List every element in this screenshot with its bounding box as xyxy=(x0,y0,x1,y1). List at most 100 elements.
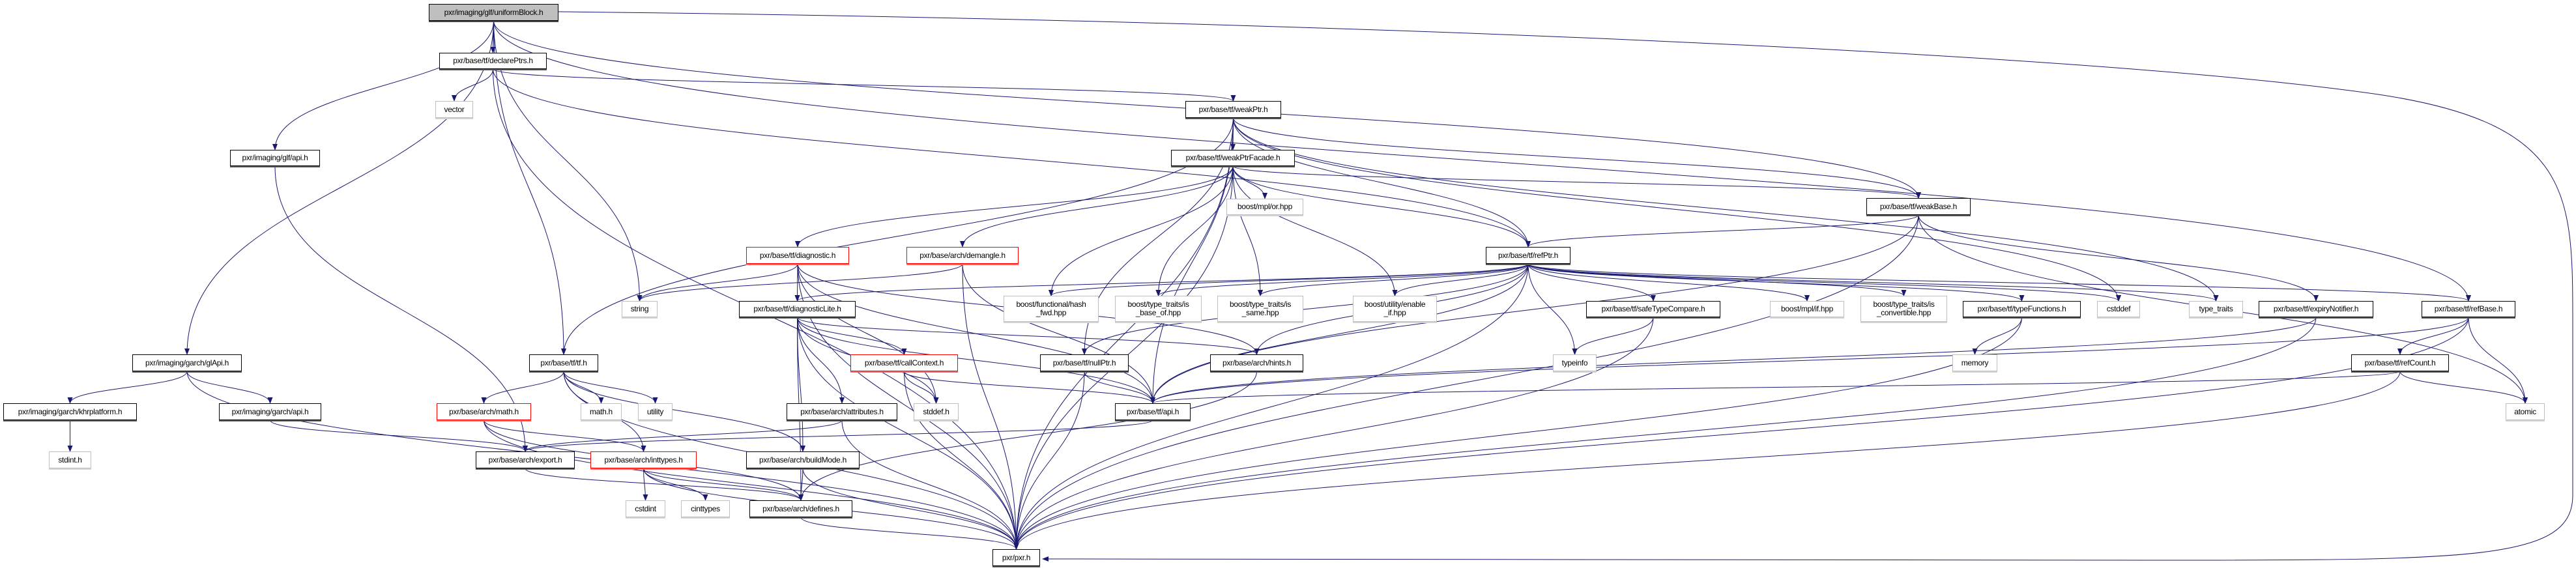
edge-refCount-to-pxr xyxy=(1013,371,2401,550)
node-cinttypes: cinttypes xyxy=(681,500,730,517)
edge-safeTypeCompare-to-typeinfo xyxy=(1572,317,1654,355)
edge-declarePtrs-to-vector xyxy=(452,68,493,102)
node-buildMode[interactable]: pxr/base/arch/buildMode.h xyxy=(746,451,860,468)
node-vector: vector xyxy=(435,101,473,118)
edge-demangle-to-string xyxy=(637,263,963,302)
edge-demangle-to-pxr xyxy=(962,263,1019,550)
edge-ub-to-string xyxy=(493,20,643,302)
edge-expiry-to-tfApi xyxy=(1150,317,2317,404)
node-defines[interactable]: pxr/base/arch/defines.h xyxy=(749,500,852,517)
edge-ub-to-refBase xyxy=(493,20,2471,302)
node-callContext[interactable]: pxr/base/tf/callContext.h xyxy=(850,354,958,371)
node-export[interactable]: pxr/base/arch/export.h xyxy=(476,451,575,468)
edge-tfApi-to-export xyxy=(523,420,1153,452)
edge-refPtr-to-cstddef xyxy=(1527,263,2121,302)
edge-nullPtr-to-tfApi xyxy=(1084,371,1155,404)
node-ub: pxr/imaging/glf/uniformBlock.h xyxy=(429,4,558,21)
edge-callContext-to-stddef xyxy=(904,371,939,404)
node-cstddef: cstddef xyxy=(2097,301,2140,317)
node-inttypes[interactable]: pxr/base/arch/inttypes.h xyxy=(590,451,697,468)
node-mplif: boost/mpl/if.hpp xyxy=(1770,301,1844,317)
edge-inttypes-to-defines xyxy=(643,468,803,501)
edge-weakPtr-to-tfApi xyxy=(1150,117,1234,404)
edge-glApi-to-khr xyxy=(67,371,188,404)
node-glApi[interactable]: pxr/imaging/garch/glApi.h xyxy=(132,354,242,371)
node-atomic: atomic xyxy=(2506,403,2545,420)
edge-refPtr-to-issame xyxy=(1258,263,1529,296)
node-weakPtrFacade[interactable]: pxr/base/tf/weakPtrFacade.h xyxy=(1171,150,1295,166)
edge-refPtr-to-enableif xyxy=(1392,263,1529,296)
edge-declarePtrs-to-weakPtr xyxy=(493,68,1236,102)
edge-ub-to-glfApi xyxy=(272,20,494,150)
edge-refCount-to-tfApi xyxy=(1150,371,2401,404)
node-declarePtrs[interactable]: pxr/base/tf/declarePtrs.h xyxy=(439,53,547,69)
edge-ub-to-tf xyxy=(493,20,566,355)
edge-callContext-to-tfApi xyxy=(904,371,1155,404)
edge-diagnosticLite-to-hints xyxy=(797,317,1260,355)
node-hashfwd: boost/functional/hash _fwd.hpp xyxy=(1004,296,1099,322)
edge-inttypes-to-cstdint xyxy=(643,468,648,501)
edge-weakBase-to-pxr xyxy=(1013,214,1919,550)
node-nullPtr[interactable]: pxr/base/tf/nullPtr.h xyxy=(1040,354,1129,371)
edge-attributes-to-export xyxy=(523,420,843,452)
node-isbaseof: boost/type_traits/is _base_of.hpp xyxy=(1115,296,1202,322)
node-demangle[interactable]: pxr/base/arch/demangle.h xyxy=(906,247,1019,264)
edge-glfApi-to-export xyxy=(274,165,528,452)
edge-weakPtrFacade-to-isbaseof xyxy=(1155,165,1234,296)
node-tf[interactable]: pxr/base/tf/tf.h xyxy=(529,354,598,371)
node-diagnostic[interactable]: pxr/base/tf/diagnostic.h xyxy=(746,247,849,264)
node-typetraits: type_traits xyxy=(2189,301,2243,317)
edge-weakPtrFacade-to-orhpp xyxy=(1232,165,1267,199)
edge-glApi-to-garchApi xyxy=(186,371,273,404)
node-hints[interactable]: pxr/base/arch/hints.h xyxy=(1210,354,1303,371)
node-refCount[interactable]: pxr/base/tf/refCount.h xyxy=(2351,354,2449,371)
edge-weakPtr-to-refPtr xyxy=(1233,117,1531,248)
edge-demangle-to-tfApi xyxy=(962,263,1155,404)
edge-hints-to-defines xyxy=(798,371,1257,501)
edge-diagnosticLite-to-callContext xyxy=(797,317,907,355)
node-cstdint: cstdint xyxy=(626,500,665,517)
edge-typeFunctions-to-pxr xyxy=(1013,317,2022,550)
node-orhpp: boost/mpl/or.hpp xyxy=(1226,199,1303,215)
edge-weakBase-to-expiry xyxy=(1918,214,2319,302)
node-safeTypeCompare[interactable]: pxr/base/tf/safeTypeCompare.h xyxy=(1586,301,1720,317)
node-expiry[interactable]: pxr/base/tf/expiryNotifier.h xyxy=(2259,301,2373,317)
node-string: string xyxy=(622,301,658,317)
edge-refPtr-to-mplif xyxy=(1527,263,1810,302)
node-khr[interactable]: pxr/imaging/garch/khrplatform.h xyxy=(3,403,137,420)
node-attributes[interactable]: pxr/base/arch/attributes.h xyxy=(787,403,897,420)
node-refPtr[interactable]: pxr/base/tf/refPtr.h xyxy=(1486,247,1570,264)
edge-attributes-to-pxr xyxy=(841,420,1019,550)
edge-refBase-to-pxr xyxy=(1013,317,2469,550)
edge-tf-to-utility xyxy=(563,371,658,404)
edge-typeFunctions-to-memory xyxy=(1972,317,2022,355)
node-archMath[interactable]: pxr/base/arch/math.h xyxy=(437,403,531,420)
edge-diagnostic-to-string xyxy=(637,263,798,302)
node-garchApi[interactable]: pxr/imaging/garch/api.h xyxy=(219,403,321,420)
edge-refBase-to-atomic xyxy=(2468,317,2528,404)
edge-export-to-defines xyxy=(525,468,803,501)
node-weakBase[interactable]: pxr/base/tf/weakBase.h xyxy=(1866,198,1971,215)
node-tfApi[interactable]: pxr/base/tf/api.h xyxy=(1115,403,1191,420)
node-typeFunctions[interactable]: pxr/base/tf/typeFunctions.h xyxy=(1963,301,2081,317)
edge-archMath-to-inttypes xyxy=(484,420,646,452)
node-enableif: boost/utility/enable _if.hpp xyxy=(1353,296,1437,322)
node-mathh: math.h xyxy=(581,403,622,420)
node-diagnosticLite[interactable]: pxr/base/tf/diagnosticLite.h xyxy=(739,301,856,317)
edge-refPtr-to-refBase xyxy=(1527,263,2471,302)
edge-garchApi-to-export xyxy=(270,420,528,452)
node-refBase[interactable]: pxr/base/tf/refBase.h xyxy=(2422,301,2515,317)
edge-weakBase-to-tfApi xyxy=(1150,214,1919,404)
edge-refBase-to-tfApi xyxy=(1150,317,2469,404)
node-glfApi[interactable]: pxr/imaging/glf/api.h xyxy=(230,150,320,166)
edge-refPtr-to-typetraits xyxy=(1527,263,2219,302)
edge-inttypes-to-cinttypes xyxy=(643,468,708,501)
node-pxr[interactable]: pxr/pxr.h xyxy=(992,549,1040,566)
node-stdint: stdint.h xyxy=(49,451,91,468)
edge-diagnostic-to-stddef xyxy=(797,263,939,404)
edge-refPtr-to-pxr xyxy=(1013,263,1529,550)
node-weakPtr[interactable]: pxr/base/tf/weakPtr.h xyxy=(1185,101,1281,118)
edge-ub-to-glApi xyxy=(184,20,494,355)
